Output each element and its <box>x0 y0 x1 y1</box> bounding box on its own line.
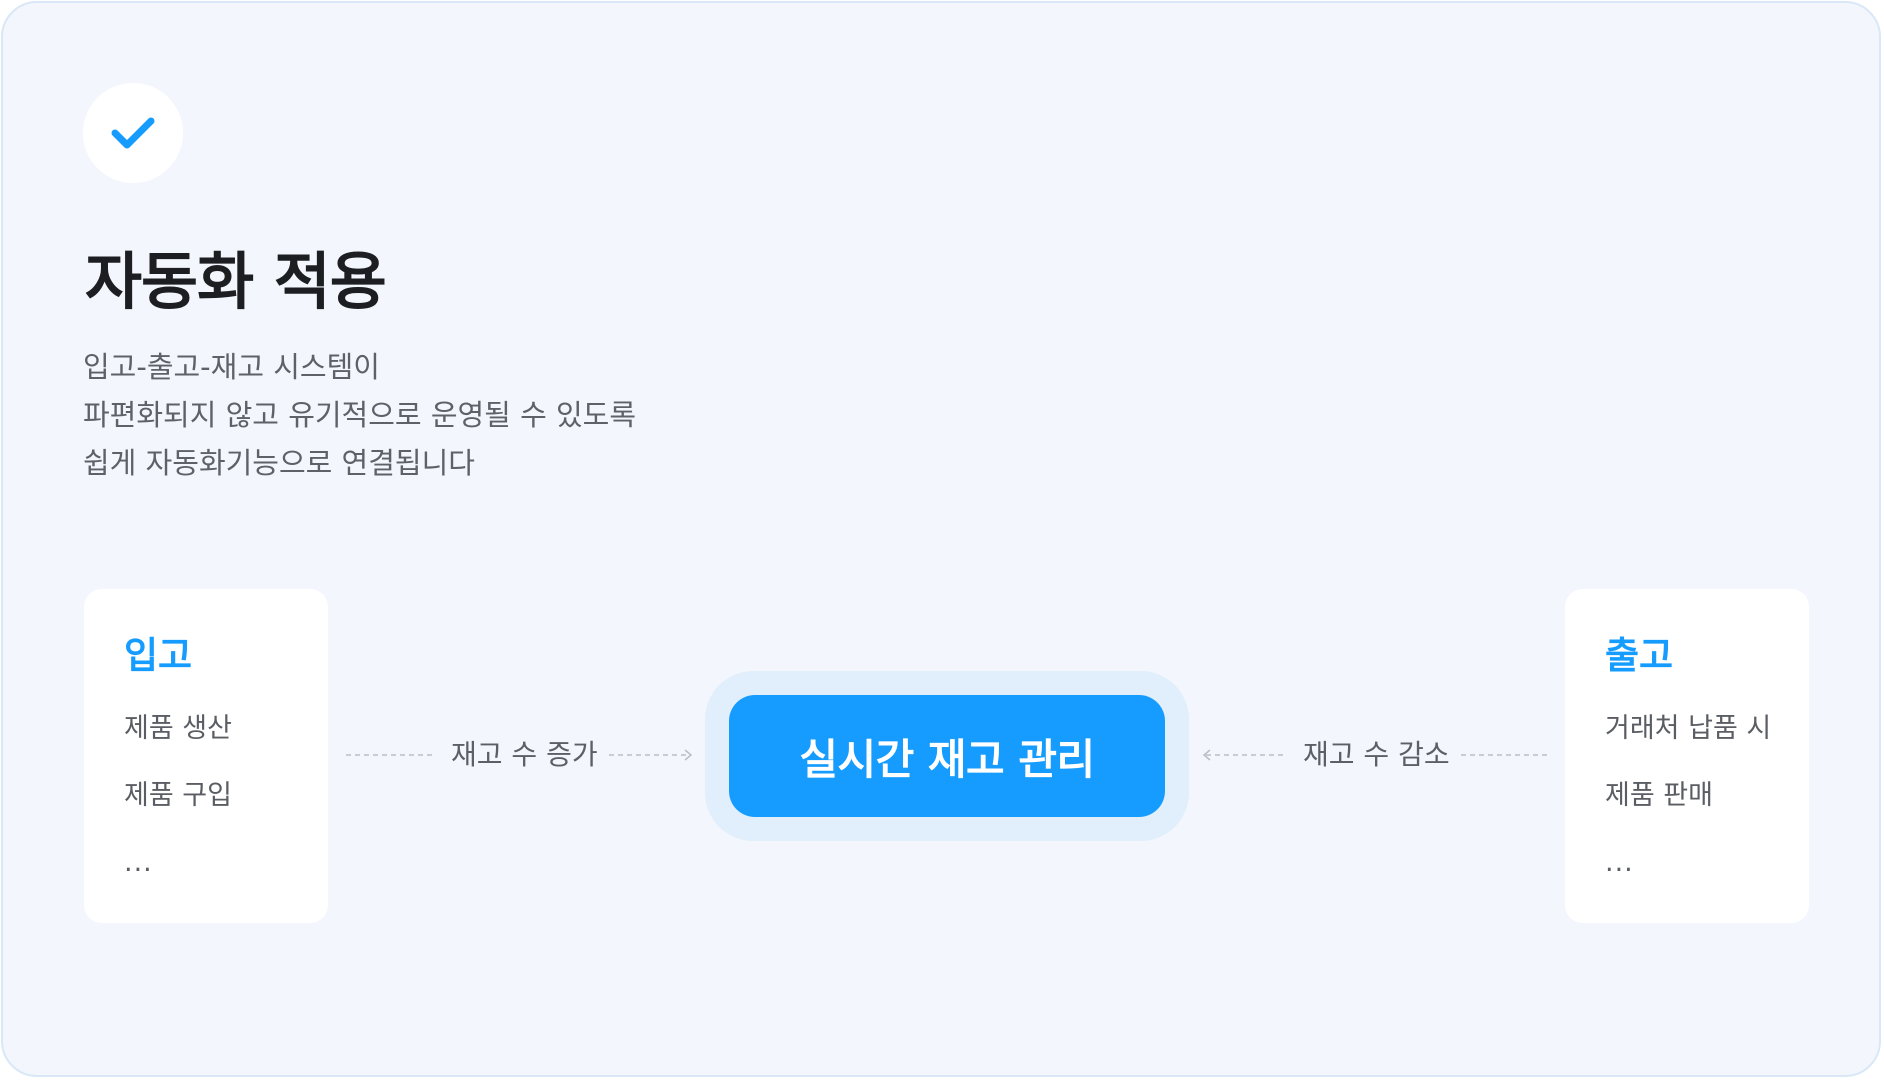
left-dashed-line <box>346 754 434 756</box>
realtime-inventory-button[interactable]: 실시간 재고 관리 <box>729 695 1165 817</box>
right-arrow-icon <box>609 749 693 761</box>
outbound-item: 제품 판매 <box>1605 780 1713 811</box>
decrease-label: 재고 수 감소 <box>1303 738 1450 771</box>
description-line: 쉽게 자동화기능으로 연결됩니다 <box>83 446 475 480</box>
check-icon <box>111 117 155 149</box>
outbound-title: 출고 <box>1605 634 1674 677</box>
outbound-box: 출고 거래처 납품 시 제품 판매 ... <box>1565 589 1809 923</box>
description: 입고-출고-재고 시스템이 파편화되지 않고 유기적으로 운영될 수 있도록 쉽… <box>83 343 636 487</box>
page-title: 자동화 적용 <box>85 245 387 318</box>
description-line: 파편화되지 않고 유기적으로 운영될 수 있도록 <box>83 398 637 432</box>
increase-label: 재고 수 증가 <box>451 738 598 771</box>
outbound-item: 거래처 납품 시 <box>1605 713 1772 744</box>
outbound-item-more: ... <box>1605 847 1634 878</box>
inbound-item: 제품 구입 <box>124 780 232 811</box>
left-arrow-icon <box>1202 749 1286 761</box>
inbound-item: 제품 생산 <box>124 713 232 744</box>
check-badge <box>83 83 183 183</box>
right-dashed-line <box>1461 754 1549 756</box>
inbound-title: 입고 <box>124 634 193 677</box>
inbound-box: 입고 제품 생산 제품 구입 ... <box>84 589 328 923</box>
description-line: 입고-출고-재고 시스템이 <box>83 350 380 384</box>
inbound-item-more: ... <box>124 847 153 878</box>
